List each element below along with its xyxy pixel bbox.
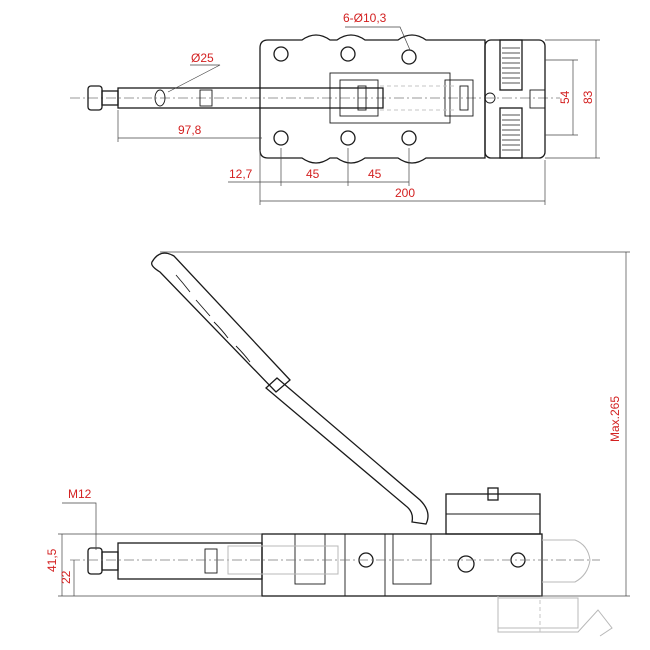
- holes-label: 6-Ø10,3: [343, 11, 387, 25]
- thread-label: M12: [68, 487, 92, 501]
- pitch-label-2: 45: [368, 167, 382, 181]
- handle: [151, 252, 429, 525]
- jaw-block: [484, 39, 546, 159]
- total-length-label: 200: [395, 186, 415, 200]
- max-height-label: Max.265: [608, 396, 622, 442]
- height-label: 41,5: [45, 548, 59, 572]
- pitch-label-1: 45: [306, 167, 320, 181]
- base-plate: [259, 34, 486, 164]
- outer-height-label: 83: [581, 90, 595, 104]
- inner-height-label: 54: [558, 90, 572, 104]
- edge-offset-label: 12,7: [229, 167, 253, 181]
- plunger-length-label: 97,8: [178, 123, 202, 137]
- top-view: 6-Ø10,3 Ø25 97,8 12,7 45 45 200 54 83: [70, 11, 600, 205]
- side-plunger-rod: [117, 542, 263, 580]
- plunger-diameter-label: Ø25: [191, 51, 214, 65]
- mounting-holes: [273, 46, 417, 146]
- clamp-body: [261, 533, 543, 597]
- center-height-label: 22: [59, 570, 73, 584]
- side-view: M12 41,5 22 Max.265: [45, 251, 630, 637]
